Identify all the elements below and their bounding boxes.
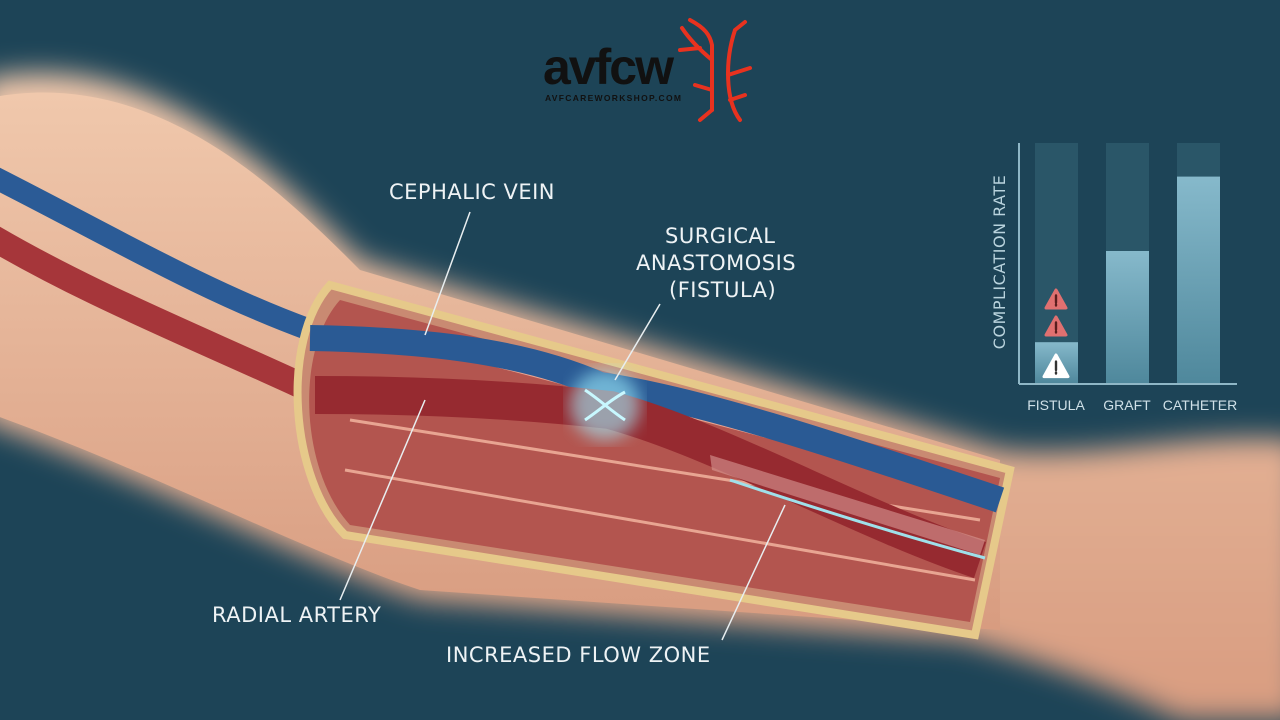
logo-url: AVFCAREWORKSHOP.COM bbox=[545, 93, 683, 103]
vein-outer bbox=[0, 167, 314, 341]
label-anastomosis-2: ANASTOMOSIS bbox=[636, 251, 797, 275]
chart-ylabel: COMPLICATION RATE bbox=[990, 174, 1009, 350]
label-radial-artery: RADIAL ARTERY bbox=[212, 603, 382, 627]
label-flow-zone: INCREASED FLOW ZONE bbox=[446, 643, 711, 667]
complication-chart bbox=[1018, 143, 1237, 385]
label-anastomosis-3: (FISTULA) bbox=[669, 278, 777, 302]
logo-vessel-icon bbox=[678, 18, 752, 122]
label-anastomosis-1: SURGICAL bbox=[665, 224, 776, 248]
artery-outer bbox=[0, 226, 306, 397]
category-label: CATHETER bbox=[1162, 397, 1238, 413]
logo-wordmark: avfcw bbox=[543, 39, 674, 95]
label-cephalic-vein: CEPHALIC VEIN bbox=[389, 180, 556, 204]
bar-graft bbox=[1106, 251, 1149, 383]
category-label: GRAFT bbox=[1103, 397, 1151, 413]
category-label: FISTULA bbox=[1027, 397, 1085, 413]
bar-catheter bbox=[1177, 176, 1220, 383]
